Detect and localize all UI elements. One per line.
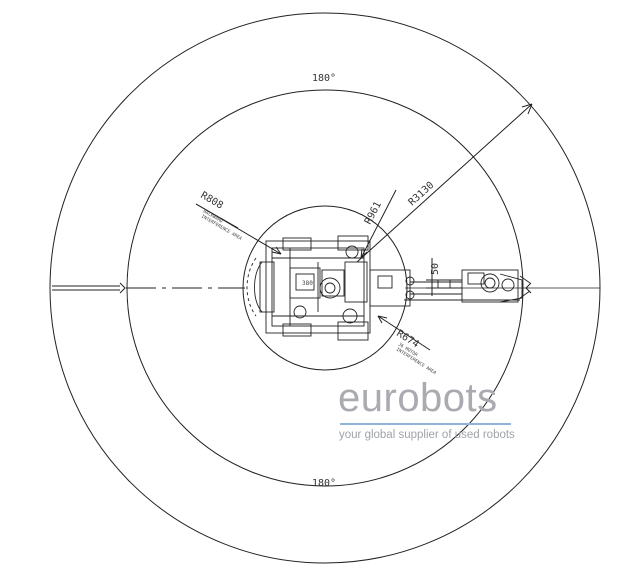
angle-label-top: 180°: [312, 73, 336, 84]
r808-label: R808: [199, 190, 225, 212]
r808-underline: [195, 203, 239, 229]
r674-note-line2: INTERFERENCE AREA: [395, 347, 437, 377]
watermark-accent-line: [340, 423, 511, 425]
r961-label: R961: [363, 200, 384, 226]
r674-leader: [377, 315, 431, 351]
robot-wrist-plan: [461, 269, 531, 303]
left-arrow-mark: [119, 282, 126, 294]
r961-leader: [360, 189, 397, 259]
angle-label-bottom: 180°: [312, 478, 336, 489]
r3130-arrow: [521, 103, 533, 115]
r3130-leader: [356, 103, 533, 263]
robot-arm-plan: [369, 269, 520, 307]
base-part-mark: 380: [302, 280, 313, 287]
offset-label: 50: [430, 263, 441, 275]
robot-base-plan: [246, 235, 371, 341]
eurobots-watermark-logo: eurobots: [338, 376, 498, 420]
watermark-tagline: your global supplier of used robots: [339, 429, 515, 441]
r674-arrow: [377, 315, 388, 324]
